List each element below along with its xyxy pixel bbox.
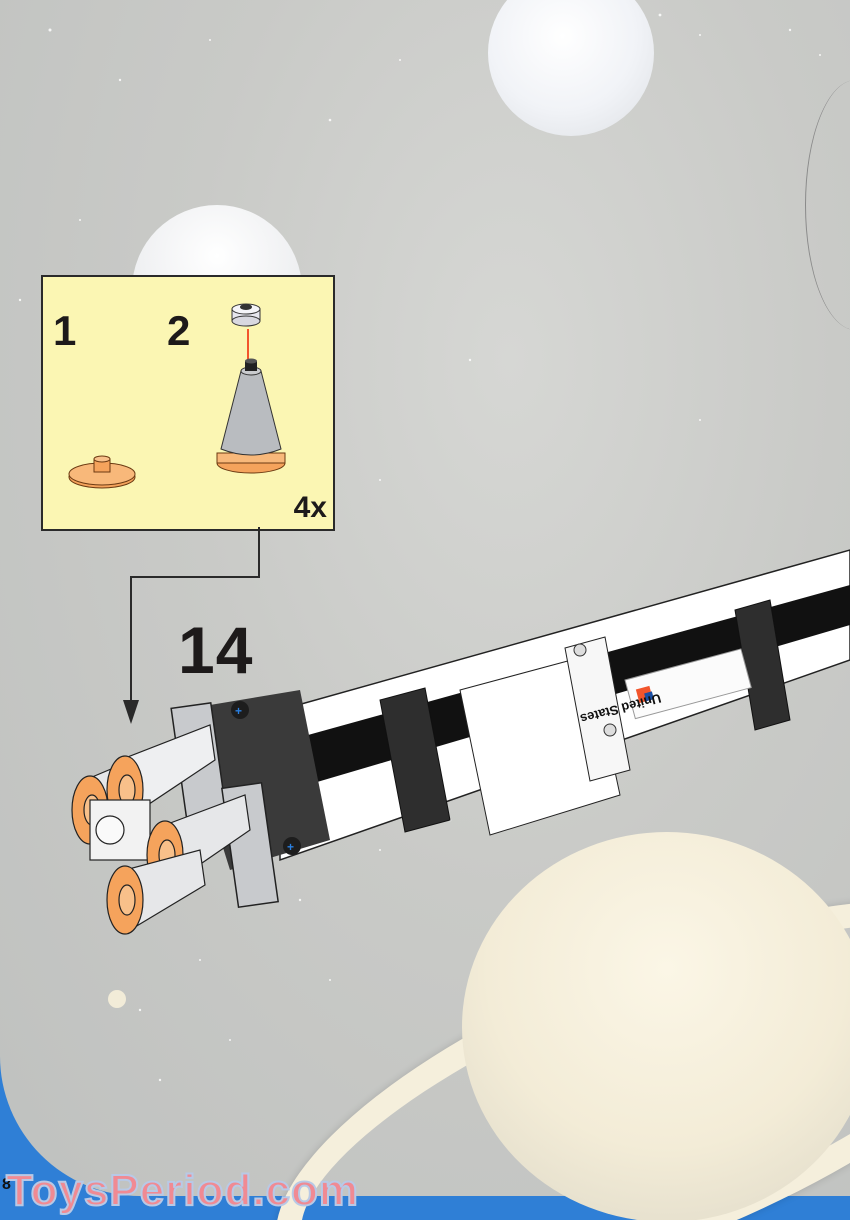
svg-text:+: + bbox=[235, 704, 242, 718]
small-moon bbox=[108, 990, 126, 1008]
orbit-line bbox=[805, 80, 850, 330]
page-number: 8 bbox=[2, 1176, 11, 1193]
saturn-planet bbox=[462, 832, 850, 1220]
white-round-plate-icon bbox=[231, 303, 261, 327]
step-number: 14 bbox=[178, 613, 254, 687]
substep-number-1: 1 bbox=[53, 307, 77, 354]
callout-connector-line bbox=[258, 527, 260, 577]
watermark-text: ToysPeriod.com bbox=[5, 1165, 360, 1216]
planet-top bbox=[488, 0, 654, 136]
substep-number-2: 2 bbox=[167, 307, 191, 354]
orange-plate-icon bbox=[68, 455, 136, 489]
svg-text:+: + bbox=[287, 840, 294, 854]
placement-arrow-icon bbox=[123, 700, 139, 724]
quantity-multiplier: 4x bbox=[293, 491, 327, 524]
sub-assembly-callout: 1 2 4x bbox=[41, 275, 335, 531]
callout-connector-line bbox=[130, 576, 260, 578]
callout-connector-line bbox=[130, 576, 132, 706]
grey-cone-icon bbox=[216, 358, 286, 474]
rocket-model-illustration: United States + + bbox=[71, 549, 850, 935]
